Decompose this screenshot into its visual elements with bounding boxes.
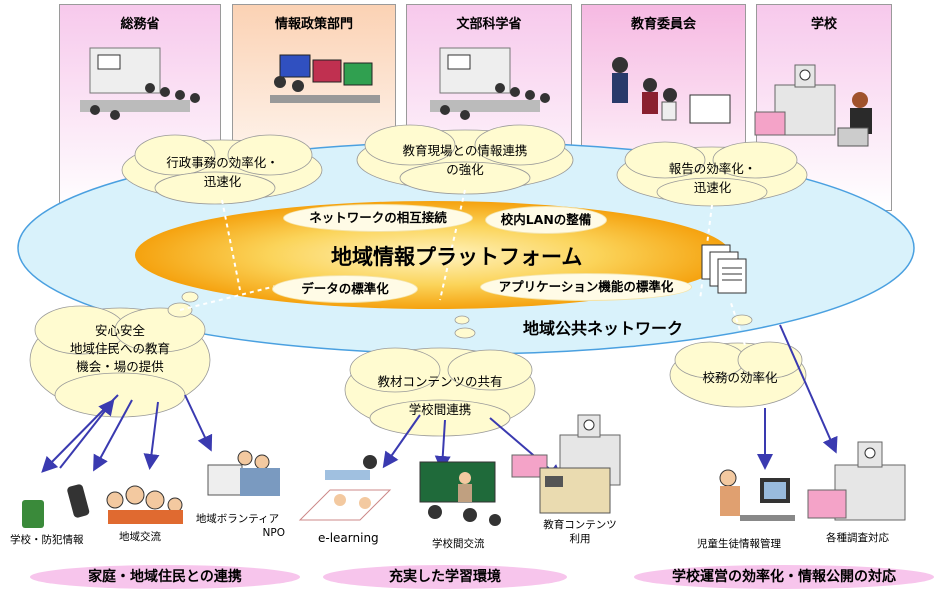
classroom-illustration [419,461,501,526]
cloud-content-share [344,315,536,437]
bottom-label-school-admin: 学校運営の効率化・情報公開の対応 [634,565,934,589]
survey-school-illustration [807,441,906,521]
feature-app-standard: アプリケーション機能の標準化 [481,274,691,300]
mobile-devices-illustration [22,484,90,528]
student-info-illustration [719,469,795,521]
cloud-line: 報告の効率化・ [668,161,757,176]
cloud-admin-efficiency [121,134,323,205]
cloud-text-safety: 安心安全 地域住民への教育 機会・場の提供 [60,322,180,376]
school-building-illustration [754,64,872,147]
caption-elearning: e-learning [318,531,379,545]
feature-school-lan: 校内LANの整備 [486,207,606,233]
school-video-illustration [511,414,621,514]
volunteers-illustration [207,450,280,496]
arrows-community-up [59,398,115,469]
cloud-text-report: 報告の効率化・ 迅速化 [655,158,770,196]
org-label: 文部科学省 [456,17,522,32]
org-label: 教育委員会 [630,17,696,32]
caption-volunteer: 地域ボランティア NPO [190,512,285,540]
caption-line: 地域ボランティア [195,513,280,525]
cloud-line: 地域住民への教育 [69,341,170,356]
office-workers-illustration [612,57,731,124]
feature-network-interconnect: ネットワークの相互接続 [284,205,472,231]
documents-icon [701,244,747,294]
cloud-text-school: 校務の効率化 [695,367,785,386]
cloud-text-edu: 教育現場との情報連携 の強化 [395,140,535,178]
bottom-label-community: 家庭・地域住民との連携 [30,565,300,589]
cloud-text-admin: 行政事務の効率化・ 迅速化 [160,152,285,190]
feature-data-standard: データの標準化 [273,276,417,302]
caption-line: 利用 [569,533,591,545]
arrows-school-admin [757,324,838,470]
elearning-illustration [298,455,392,521]
cloud-line: 迅速化 [203,174,242,189]
org-label: 総務省 [120,17,160,32]
cloud-line: 教育現場との情報連携 [402,143,528,158]
cloud-line: 安心安全 [94,323,145,338]
org-label: 学校 [810,17,837,32]
platform-title: 地域情報プラットフォーム [331,245,583,269]
caption-school-safety: 学校・防犯情報 [10,534,84,546]
cloud-safety [29,291,211,418]
caption-school-exchange: 学校間交流 [432,538,485,550]
cloud-edu-link [356,124,574,195]
caption-local-exchange: 地域交流 [119,531,161,543]
cloud-report-efficiency [616,141,808,207]
cloud-text-content: 教材コンテンツの共有 学校間連携 [375,368,505,424]
meeting-room-illustration [80,47,200,120]
meeting-room-illustration [430,47,550,120]
network-label: 地域公共ネットワーク [523,319,684,338]
cloud-line: 迅速化 [693,180,732,195]
org-label: 情報政策部門 [274,17,353,32]
caption-survey: 各種調査対応 [826,532,889,544]
family-illustration [106,485,183,524]
caption-student-info: 児童生徒情報管理 [697,538,781,550]
caption-content: 教育コンテンツ 利用 [535,518,625,546]
cloud-line: 機会・場の提供 [76,359,164,374]
caption-line: NPO [262,527,285,539]
cloud-line: 行政事務の効率化・ [166,155,279,170]
bottom-label-learning: 充実した学習環境 [323,565,567,589]
cloud-line: 学校間連携 [408,402,472,417]
cloud-school-efficiency [669,314,807,408]
dashed-links [179,189,746,346]
cloud-line: 教材コンテンツの共有 [377,374,503,389]
computer-operators-illustration [270,54,380,103]
caption-line: 教育コンテンツ [543,519,617,531]
cloud-line: 校務の効率化 [702,370,778,385]
cloud-line: の強化 [446,162,484,177]
